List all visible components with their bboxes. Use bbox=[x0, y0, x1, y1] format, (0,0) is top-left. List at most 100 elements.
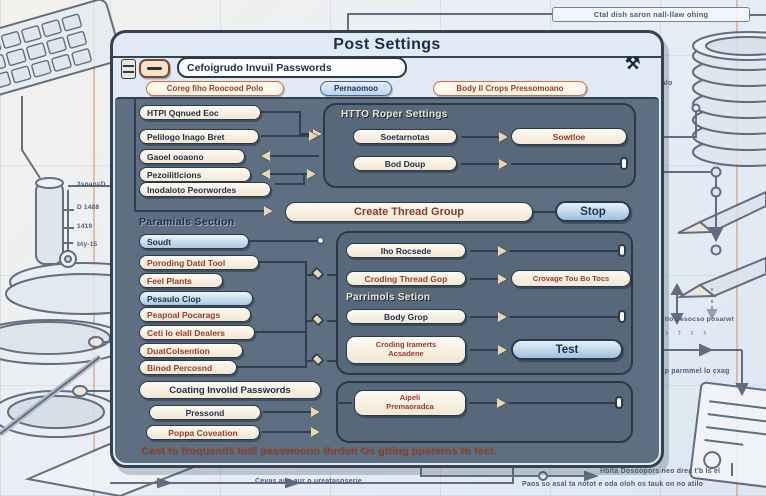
connector bbox=[275, 183, 303, 185]
panel2-row2-target[interactable]: Crovage Tou Bo Tocs bbox=[511, 270, 631, 287]
toolbar-button-params[interactable]: Pernaomoo bbox=[320, 81, 392, 96]
connector bbox=[305, 360, 313, 362]
connector bbox=[461, 163, 499, 165]
scale-label: bty-15 bbox=[77, 241, 98, 248]
pencil-sketch bbox=[698, 256, 766, 298]
s2-item-2[interactable]: Poroding Datd Tool bbox=[139, 255, 259, 270]
arrow-icon bbox=[498, 312, 507, 322]
coins-sketch bbox=[692, 31, 766, 167]
s3-item-2[interactable]: Poppa Coveation bbox=[146, 425, 260, 440]
toolbar-button-body[interactable]: Body Il Crops Pressomoano bbox=[433, 81, 587, 96]
connector bbox=[299, 111, 301, 135]
arrow-icon bbox=[497, 398, 506, 408]
slider-handle[interactable] bbox=[618, 310, 626, 323]
connector bbox=[470, 316, 498, 318]
arrow-icon bbox=[499, 159, 508, 169]
connector bbox=[237, 366, 305, 368]
panel3-item[interactable]: Aipeli Premaoradca bbox=[354, 390, 466, 416]
label-line: Aipeli bbox=[399, 393, 421, 403]
arrow-icon bbox=[499, 132, 508, 142]
connector bbox=[327, 360, 336, 362]
connector bbox=[303, 174, 305, 185]
slider[interactable] bbox=[511, 157, 628, 170]
slider-handle[interactable] bbox=[615, 396, 623, 409]
callout-line bbox=[110, 463, 514, 484]
connector bbox=[470, 278, 498, 280]
scale-sketch bbox=[62, 185, 120, 252]
connector-node bbox=[317, 237, 324, 244]
connector bbox=[305, 274, 313, 276]
label-line: Acsadene bbox=[388, 349, 424, 358]
stop-button[interactable]: Stop bbox=[555, 201, 631, 222]
arrow-icon bbox=[498, 274, 507, 284]
annotation-right-mid: Oitlo pesocso posarwt bbox=[657, 316, 735, 323]
connector bbox=[299, 133, 313, 135]
minus-icon bbox=[147, 66, 162, 71]
panel2-row4-item[interactable]: Croding Iramerts Acsadene bbox=[346, 336, 466, 364]
arrow-icon bbox=[311, 427, 320, 437]
s2-item-8[interactable]: Binod Percosnd bbox=[139, 360, 237, 375]
post-settings-window: Post Settings ⚒ Coreg fiho Roocood Polo … bbox=[110, 30, 664, 468]
connector bbox=[263, 411, 311, 413]
s1-item-2[interactable]: Pelilogo Inago Bret bbox=[139, 129, 259, 144]
minimize-button[interactable] bbox=[139, 59, 170, 78]
panel2-row3-item[interactable]: Body Grop bbox=[346, 309, 466, 324]
s2-item-5[interactable]: Peapoal Pocarags bbox=[139, 307, 251, 322]
panel1-row1-target[interactable]: Sowtloe bbox=[511, 128, 627, 145]
scale-label: 3snao=D bbox=[77, 181, 106, 188]
annotation-top-right: Ctal dish saron nall-llaw ohing bbox=[552, 7, 750, 22]
status-bar-text: Cast to froquends Indl passwoono thrdun … bbox=[141, 445, 497, 457]
connector bbox=[249, 240, 319, 242]
s3-item-1[interactable]: Pressond bbox=[149, 405, 261, 420]
parameters-subheader: Parrimols Setion bbox=[346, 292, 431, 303]
panel2-row1-item[interactable]: Iho Rocsede bbox=[346, 243, 466, 258]
connector bbox=[327, 320, 336, 322]
s1-item-1[interactable]: HTPI Qqnued Eoc bbox=[139, 105, 261, 120]
s2-item-1[interactable]: Soudt bbox=[139, 234, 249, 249]
annotation-right-low: Solip parmmel lo cxag bbox=[651, 368, 730, 375]
s2-item-6[interactable]: Ceti lo elall Dealers bbox=[139, 325, 255, 340]
slider-handle[interactable] bbox=[618, 244, 626, 257]
connector bbox=[261, 111, 301, 113]
stack-menu-icon[interactable] bbox=[121, 59, 136, 79]
arrow-icon bbox=[498, 246, 507, 256]
s1-item-5[interactable]: Inodaloto Peorwordes bbox=[139, 182, 271, 197]
s2-item-7[interactable]: DuatColsention bbox=[139, 343, 243, 358]
connector bbox=[263, 173, 307, 175]
test-button[interactable]: Test bbox=[511, 339, 623, 360]
slider-handle[interactable] bbox=[620, 157, 628, 170]
arrow-icon bbox=[311, 407, 320, 417]
slider[interactable] bbox=[509, 310, 626, 323]
annotation-bottom-left: Cevas aus aur o ureatasoserie bbox=[255, 478, 362, 485]
keyboard-sketch bbox=[0, 0, 122, 104]
config-name-input[interactable] bbox=[177, 57, 407, 78]
s2-item-4[interactable]: Pesaulo Ciop bbox=[139, 291, 253, 306]
panel1-row1-item[interactable]: Soetarnotas bbox=[353, 129, 457, 144]
connector bbox=[305, 261, 307, 368]
slider[interactable] bbox=[509, 244, 626, 257]
scale-label: 1419 bbox=[77, 223, 93, 230]
panel2-row2-item[interactable]: Croding Thread Gop bbox=[346, 271, 466, 286]
arrow-icon bbox=[498, 345, 507, 355]
s1-item-3[interactable]: Gaoel ooaono bbox=[139, 149, 245, 164]
stand-sketch bbox=[21, 96, 41, 179]
arrow-icon bbox=[261, 169, 270, 179]
panel1-row2-item[interactable]: Bod Doup bbox=[353, 156, 457, 171]
connector bbox=[261, 135, 309, 137]
toolbar-button-record-polo[interactable]: Coreg fiho Roocood Polo bbox=[146, 81, 284, 96]
s1-item-4[interactable]: Pezoilitlcions bbox=[139, 167, 251, 182]
arrow-icon bbox=[261, 151, 270, 161]
slider[interactable] bbox=[508, 396, 623, 409]
callout-line bbox=[347, 13, 766, 30]
connector bbox=[461, 136, 499, 138]
connector bbox=[134, 99, 136, 211]
create-thread-group-pill[interactable]: Create Thread Group bbox=[285, 202, 533, 222]
connector bbox=[470, 349, 498, 351]
crossed-tools-icon[interactable]: ⚒ bbox=[625, 54, 641, 73]
connector bbox=[263, 155, 319, 157]
s2-item-3[interactable]: Feel Plants bbox=[139, 273, 223, 288]
creating-invalid-passwords-header: Coating Involid Passwords bbox=[139, 381, 321, 399]
arrow-icon bbox=[309, 131, 318, 141]
blueprint-accent-line bbox=[736, 0, 738, 496]
